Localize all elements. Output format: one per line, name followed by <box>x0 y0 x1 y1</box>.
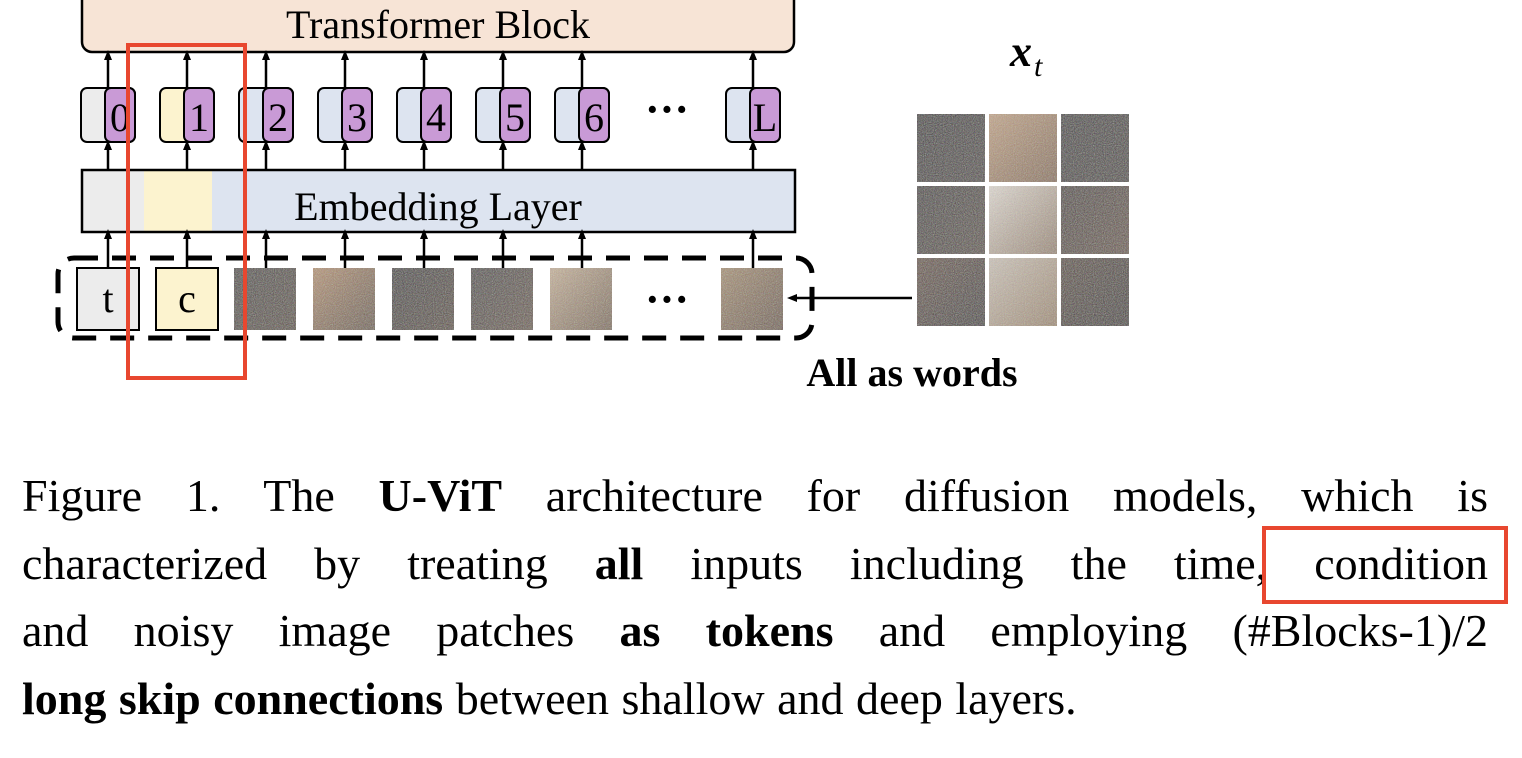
position-token-1: 1 <box>159 87 215 143</box>
position-token-label: 0 <box>110 95 130 140</box>
position-token-2: 2 <box>238 87 294 143</box>
position-token-label: 3 <box>347 95 367 140</box>
caption-text: characterized by treating <box>22 537 595 589</box>
token-row-ellipsis: ··· <box>645 85 689 134</box>
position-embedding-chip <box>749 87 781 143</box>
image-label-base: x <box>1009 27 1032 76</box>
image-grid-patch <box>917 186 985 254</box>
caption-bold-long-skip: long skip connections <box>22 672 444 724</box>
caption-line-4: long skip connections between shallow an… <box>22 665 1488 733</box>
condition-column-highlight <box>126 43 247 380</box>
input-to-embedding-arrows <box>104 229 757 268</box>
caption-text: Figure 1. The <box>22 470 379 521</box>
input-row-ellipsis: ··· <box>645 275 689 324</box>
caption-text: and noisy image patches <box>22 605 620 656</box>
image-patch-token <box>550 268 612 330</box>
position-embedding-chip <box>262 87 294 143</box>
caption-line-1: Figure 1. The U-ViT architecture for dif… <box>22 462 1488 530</box>
position-token-label: L <box>753 95 777 140</box>
token-row: 0 1 2 3 4 5 6 L <box>80 87 781 143</box>
position-token-label: 4 <box>426 95 446 140</box>
caption-line-2: characterized by treating all inputs inc… <box>22 530 1488 598</box>
position-token-label: 2 <box>268 95 288 140</box>
image-grid-patch <box>1061 186 1129 254</box>
position-embedding-chip <box>578 87 610 143</box>
caption-text: inputs including the time, <box>643 537 1268 589</box>
caption-bold-uvit: U-ViT <box>378 470 503 521</box>
position-token-label: 5 <box>505 95 525 140</box>
position-token-6: 6 <box>554 87 610 143</box>
position-token-3: 3 <box>317 87 373 143</box>
image-patch-token <box>313 268 375 330</box>
position-token-L: L <box>725 87 781 143</box>
transformer-block-label: Transformer Block <box>286 2 590 47</box>
image-label-subscript: t <box>1034 50 1043 83</box>
embedding-to-token-arrows <box>104 140 757 170</box>
figure-caption: Figure 1. The U-ViT architecture for dif… <box>22 462 1488 732</box>
image-grid-patch <box>1061 114 1129 182</box>
all-as-words-label: All as words <box>806 350 1017 395</box>
position-embedding-chip <box>183 87 215 143</box>
caption-line-3: and noisy image patches as tokens and em… <box>22 597 1488 665</box>
image-grid-patch <box>1061 258 1129 326</box>
caption-condition-word: condition <box>1314 537 1488 589</box>
embedding-layer-label: Embedding Layer <box>294 184 582 229</box>
image-grid-patch <box>989 258 1057 326</box>
position-token-4: 4 <box>396 87 452 143</box>
image-grid-patch <box>989 114 1057 182</box>
condition-token-label: c <box>178 276 196 321</box>
condition-token: c <box>155 267 219 331</box>
token-to-transformer-arrows <box>104 50 757 88</box>
position-embedding-chip <box>420 87 452 143</box>
caption-text: between shallow and deep layers. <box>443 672 1077 724</box>
position-embedding-chip <box>499 87 531 143</box>
image-grid-patch <box>917 258 985 326</box>
caption-bold-as-tokens: as tokens <box>619 605 834 656</box>
position-token-5: 5 <box>475 87 531 143</box>
position-embedding-chip <box>341 87 373 143</box>
image-label: xt <box>1009 27 1043 83</box>
caption-text: and employing (#Blocks-1)/2 <box>833 605 1488 656</box>
caption-bold-all: all <box>594 537 644 589</box>
image-grid-patch <box>989 186 1057 254</box>
image-grid-patch <box>917 114 985 182</box>
time-token-label: t <box>102 276 113 321</box>
image-patch-token <box>471 268 533 330</box>
caption-text: architecture for diffusion models, which… <box>502 470 1488 521</box>
image-patch-token <box>721 268 783 330</box>
transformer-block: Transformer Block <box>80 0 796 54</box>
position-token-label: 1 <box>189 95 209 140</box>
position-token-label: 6 <box>584 95 604 140</box>
uvit-architecture-diagram: Transformer Block 0 1 2 3 4 5 6 L ··· Embedding… <box>55 0 1129 395</box>
image-patch-tokens <box>234 268 783 330</box>
noisy-image-xt <box>917 114 1129 326</box>
embedding-layer: Embedding Layer <box>80 168 797 234</box>
image-patch-token <box>392 268 454 330</box>
